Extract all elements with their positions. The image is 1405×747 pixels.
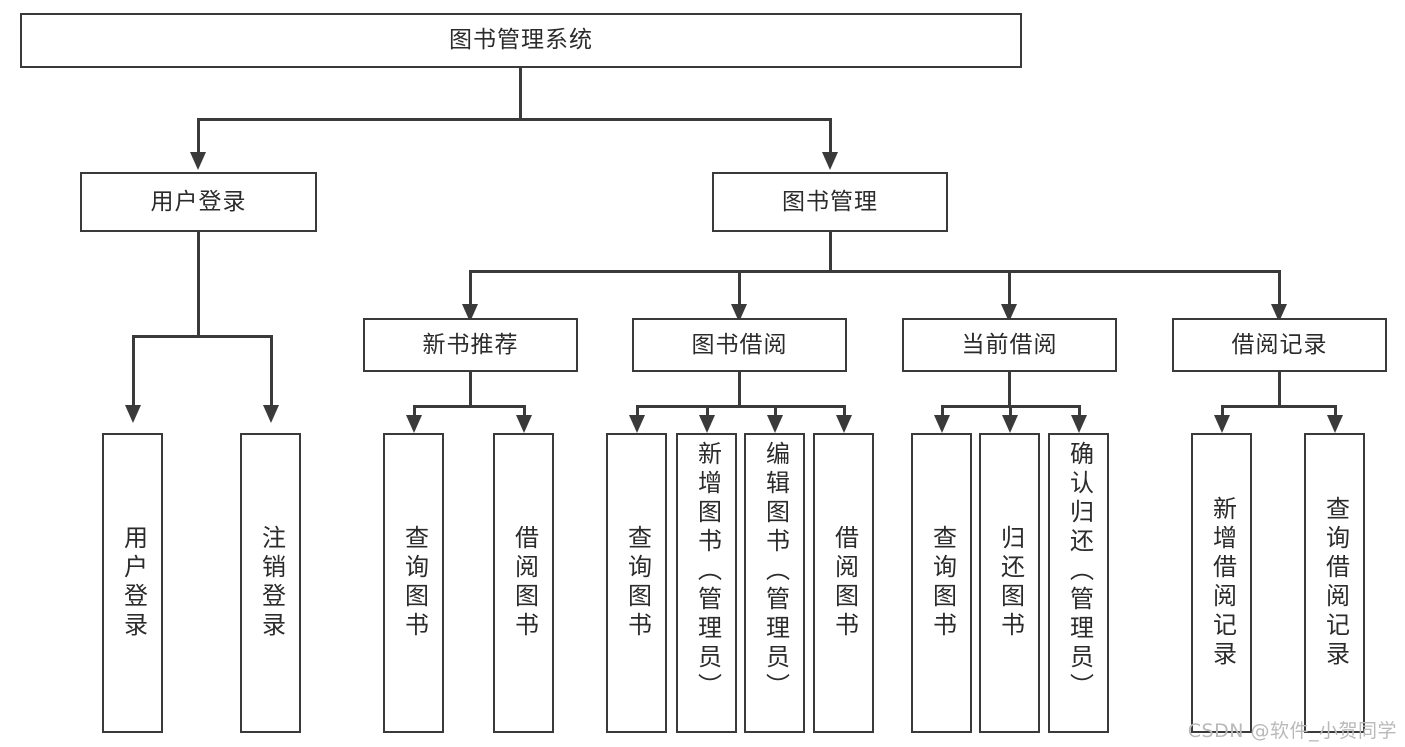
connector-user-login-to-leaf-1 — [132, 335, 135, 407]
arrowhead-borrow-record-1 — [1214, 415, 1230, 433]
connector-root-bus — [198, 118, 832, 121]
connector-book-borrow-stem — [738, 372, 741, 405]
leaf-label: 用户登录 — [119, 525, 148, 641]
connector-book-borrow-drop-3 — [774, 405, 777, 419]
leaf-current-borrow-query[interactable]: 查询图书 — [911, 433, 972, 733]
node-new-book-recommend[interactable]: 新书推荐 — [363, 318, 578, 372]
leaf-label: 新增图书（管理员） — [693, 441, 722, 702]
connector-book-borrow-drop-4 — [843, 405, 846, 419]
leaf-book-borrow-query[interactable]: 查询图书 — [606, 433, 667, 733]
node-borrow-record[interactable]: 借阅记录 — [1172, 318, 1387, 372]
leaf-borrow-record-query[interactable]: 查询借阅记录 — [1304, 433, 1365, 733]
node-label: 图书借阅 — [691, 331, 788, 358]
arrowhead-current-borrow-1 — [934, 415, 950, 433]
connector-root-to-user-login — [197, 118, 200, 154]
node-label: 当前借阅 — [961, 331, 1058, 358]
leaf-user-login-logout[interactable]: 注销登录 — [240, 433, 301, 733]
arrowhead-book-borrow-2 — [699, 415, 715, 433]
watermark-text: CSDN @软件_小贺同学 — [1187, 720, 1397, 742]
leaf-label: 确认归还（管理员） — [1065, 441, 1094, 702]
node-book-borrow[interactable]: 图书借阅 — [632, 318, 847, 372]
node-user-login[interactable]: 用户登录 — [80, 172, 317, 232]
arrowhead-level3-4 — [1271, 304, 1287, 322]
leaf-label: 新增借阅记录 — [1208, 496, 1237, 670]
arrowhead-current-borrow-2 — [1002, 415, 1018, 433]
leaf-user-login-login[interactable]: 用户登录 — [102, 433, 163, 733]
arrowhead-new-book-2 — [516, 415, 532, 433]
leaf-label: 注销登录 — [257, 525, 286, 641]
leaf-label: 归还图书 — [996, 525, 1025, 641]
leaf-label: 查询图书 — [928, 525, 957, 641]
connector-new-book-drop-1 — [413, 405, 416, 419]
connector-user-login-stem — [197, 232, 200, 335]
leaf-label: 查询图书 — [623, 525, 652, 641]
connector-book-manage-stem — [829, 232, 832, 270]
connector-borrow-record-drop-2 — [1334, 405, 1337, 419]
connector-root-stem — [519, 68, 522, 118]
arrowhead-book-borrow-1 — [629, 415, 645, 433]
connector-new-book-drop-2 — [523, 405, 526, 419]
connector-book-borrow-bus — [637, 405, 844, 408]
arrowhead-user-login-leaf-1 — [125, 405, 141, 423]
connector-level3-drop-3 — [1008, 270, 1011, 306]
arrowhead-root-to-book-manage — [822, 152, 838, 170]
connector-current-borrow-drop-2 — [1009, 405, 1012, 419]
connector-level3-drop-4 — [1278, 270, 1281, 306]
leaf-book-borrow-add[interactable]: 新增图书（管理员） — [676, 433, 737, 733]
connector-current-borrow-stem — [1008, 372, 1011, 405]
leaf-current-borrow-confirm[interactable]: 确认归还（管理员） — [1048, 433, 1109, 733]
node-book-management[interactable]: 图书管理 — [712, 172, 948, 232]
leaf-borrow-record-add[interactable]: 新增借阅记录 — [1191, 433, 1252, 733]
connector-new-book-stem — [469, 372, 472, 405]
connector-book-borrow-drop-2 — [706, 405, 709, 419]
node-label: 图书管理 — [782, 188, 878, 215]
arrowhead-user-login-leaf-2 — [263, 405, 279, 423]
node-root-library-system[interactable]: 图书管理系统 — [20, 13, 1022, 68]
leaf-new-book-query[interactable]: 查询图书 — [383, 433, 444, 733]
leaf-label: 查询借阅记录 — [1321, 496, 1350, 670]
arrowhead-borrow-record-2 — [1327, 415, 1343, 433]
connector-level3-bus — [470, 270, 1281, 273]
connector-current-borrow-drop-3 — [1078, 405, 1081, 419]
node-label: 借阅记录 — [1231, 331, 1328, 358]
arrowhead-book-borrow-3 — [767, 415, 783, 433]
leaf-book-borrow-edit[interactable]: 编辑图书（管理员） — [744, 433, 805, 733]
connector-level3-drop-2 — [738, 270, 741, 306]
connector-new-book-bus — [414, 405, 524, 408]
leaf-label: 借阅图书 — [510, 525, 539, 641]
connector-user-login-to-leaf-2 — [270, 335, 273, 407]
connector-level3-drop-1 — [469, 270, 472, 306]
node-label: 图书管理系统 — [449, 27, 593, 54]
leaf-label: 借阅图书 — [830, 525, 859, 641]
leaf-label: 编辑图书（管理员） — [761, 441, 790, 702]
connector-root-to-book-manage — [829, 118, 832, 154]
connector-current-borrow-drop-1 — [941, 405, 944, 419]
arrowhead-level3-1 — [462, 304, 478, 322]
leaf-book-borrow-borrow[interactable]: 借阅图书 — [813, 433, 874, 733]
connector-borrow-record-bus — [1222, 405, 1335, 408]
connector-borrow-record-stem — [1278, 372, 1281, 405]
connector-book-borrow-drop-1 — [636, 405, 639, 419]
connector-user-login-bus — [133, 335, 272, 338]
connector-borrow-record-drop-1 — [1221, 405, 1224, 419]
arrowhead-new-book-1 — [406, 415, 422, 433]
node-label: 用户登录 — [150, 188, 247, 215]
arrowhead-level3-2 — [731, 304, 747, 322]
arrowhead-level3-3 — [1001, 304, 1017, 322]
leaf-label: 查询图书 — [400, 525, 429, 641]
leaf-new-book-borrow[interactable]: 借阅图书 — [493, 433, 554, 733]
leaf-current-borrow-return[interactable]: 归还图书 — [979, 433, 1040, 733]
arrowhead-book-borrow-4 — [836, 415, 852, 433]
node-label: 新书推荐 — [422, 331, 519, 358]
arrowhead-root-to-user-login — [190, 152, 206, 170]
node-current-borrow[interactable]: 当前借阅 — [902, 318, 1117, 372]
arrowhead-current-borrow-3 — [1071, 415, 1087, 433]
